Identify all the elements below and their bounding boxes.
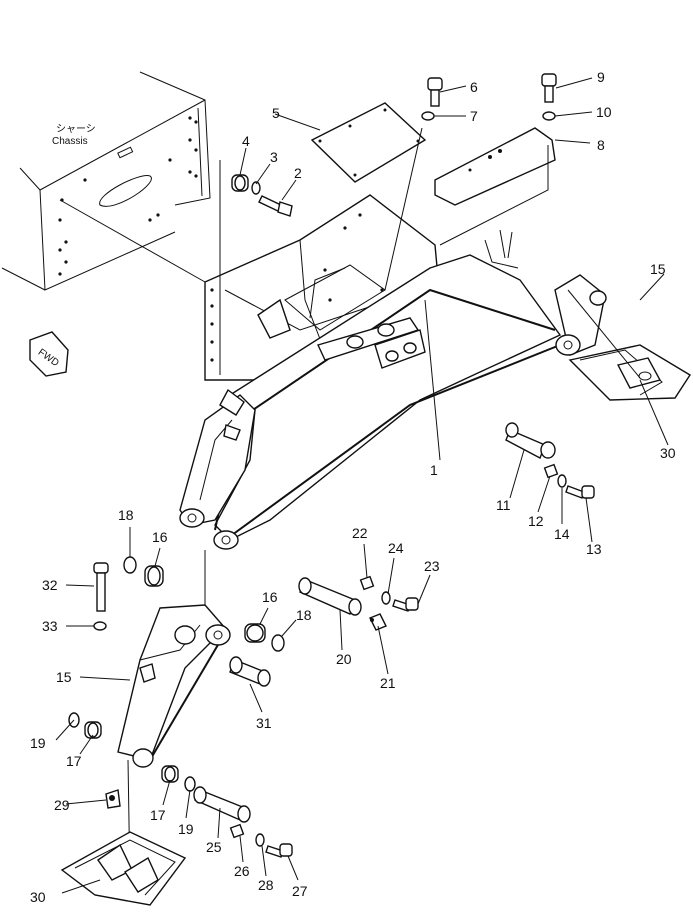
leader-lines bbox=[59, 127, 549, 291]
part-number-25: 25 bbox=[206, 839, 222, 855]
part-number-33: 33 bbox=[42, 618, 58, 634]
washer-24-icon bbox=[381, 591, 391, 605]
part-number-10: 10 bbox=[596, 104, 612, 120]
part-number-6: 6 bbox=[470, 79, 478, 95]
part-number-30-right: 30 bbox=[660, 445, 676, 461]
bolt-13-icon bbox=[565, 485, 595, 499]
bushing-17-icon bbox=[84, 721, 102, 739]
bolt-6-icon bbox=[427, 77, 443, 107]
part-number-13: 13 bbox=[586, 541, 602, 557]
part-number-17-left: 17 bbox=[66, 753, 82, 769]
part-number-32: 32 bbox=[42, 577, 58, 593]
washer-19b-icon bbox=[184, 776, 196, 792]
bolt-32-icon bbox=[93, 562, 109, 612]
callout-leaders bbox=[55, 77, 669, 894]
plate-22-icon bbox=[359, 575, 375, 591]
part-number-12: 12 bbox=[528, 513, 544, 529]
washer-7-icon bbox=[421, 111, 435, 121]
part-number-30-left: 30 bbox=[30, 889, 46, 905]
part-number-labels: 1 2 3 4 5 6 7 8 9 10 11 12 13 14 15 15 1… bbox=[30, 69, 676, 905]
chassis-frame: シャーシ Chassis bbox=[1, 71, 211, 291]
part-number-19-left: 19 bbox=[30, 735, 46, 751]
bushing-16b-icon bbox=[244, 623, 266, 643]
part-number-28: 28 bbox=[258, 877, 274, 893]
part-number-20: 20 bbox=[336, 651, 352, 667]
part-number-23: 23 bbox=[424, 558, 440, 574]
part-number-16-lower: 16 bbox=[262, 589, 278, 605]
bushing-16-icon bbox=[144, 565, 164, 587]
part-number-24: 24 bbox=[388, 540, 404, 556]
part-number-14: 14 bbox=[554, 526, 570, 542]
part-number-11: 11 bbox=[496, 497, 511, 513]
part-number-8: 8 bbox=[597, 137, 605, 153]
part-number-4: 4 bbox=[242, 133, 250, 149]
pin-11-icon bbox=[505, 422, 556, 459]
left-track-pad-assembly bbox=[60, 550, 231, 906]
washer-3-icon bbox=[251, 181, 261, 195]
right-track-pad-assembly bbox=[554, 274, 691, 401]
mount-bracket bbox=[204, 194, 441, 381]
bolt-9-icon bbox=[541, 73, 557, 103]
part-number-18-upper: 18 bbox=[118, 507, 134, 523]
fwd-arrow-icon: FWD bbox=[29, 331, 69, 377]
bolt-27-icon bbox=[265, 843, 293, 858]
bushing-17b-icon bbox=[161, 765, 179, 783]
pin-25-icon bbox=[193, 786, 251, 823]
washer-14-icon bbox=[557, 474, 567, 488]
cover-plate-5 bbox=[310, 102, 427, 183]
chassis-label-jp: シャーシ bbox=[56, 124, 96, 135]
pin-20-icon bbox=[298, 577, 362, 616]
part-number-18-lower: 18 bbox=[296, 607, 312, 623]
bushing-4-icon bbox=[231, 174, 249, 192]
washer-33-icon bbox=[93, 621, 107, 631]
plate-12-icon bbox=[543, 463, 559, 479]
part-number-3: 3 bbox=[270, 149, 278, 165]
part-number-29: 29 bbox=[54, 797, 70, 813]
part-number-16-upper: 16 bbox=[152, 529, 168, 545]
washer-18-icon bbox=[123, 556, 137, 574]
part-number-22: 22 bbox=[352, 525, 368, 541]
bolt-2-icon bbox=[258, 195, 293, 217]
grease-nipple-29-icon bbox=[105, 789, 121, 809]
washer-18b-icon bbox=[271, 634, 285, 652]
part-number-19-right: 19 bbox=[178, 821, 194, 837]
part-number-7: 7 bbox=[470, 108, 478, 124]
part-number-15-right: 15 bbox=[650, 261, 666, 277]
part-number-15-left: 15 bbox=[56, 669, 72, 685]
chassis-label-en: Chassis bbox=[52, 136, 88, 147]
small-parts bbox=[68, 73, 595, 858]
part-number-21: 21 bbox=[380, 675, 396, 691]
bolt-23-icon bbox=[392, 597, 419, 612]
part-number-31: 31 bbox=[256, 715, 272, 731]
part-number-9: 9 bbox=[597, 69, 605, 85]
part-number-5: 5 bbox=[272, 105, 280, 121]
boom-arm-1 bbox=[179, 229, 562, 550]
washer-10-icon bbox=[542, 111, 556, 121]
part-number-27: 27 bbox=[292, 883, 308, 899]
part-number-2: 2 bbox=[294, 165, 302, 181]
part-number-17-right: 17 bbox=[150, 807, 166, 823]
washer-28-icon bbox=[255, 833, 265, 847]
cover-plate-8 bbox=[434, 127, 556, 206]
part-number-1: 1 bbox=[430, 462, 438, 478]
part-number-26: 26 bbox=[234, 863, 250, 879]
grease-nipple-21-icon bbox=[369, 613, 387, 631]
plate-26-icon bbox=[229, 823, 245, 839]
pin-31-icon bbox=[229, 656, 271, 687]
